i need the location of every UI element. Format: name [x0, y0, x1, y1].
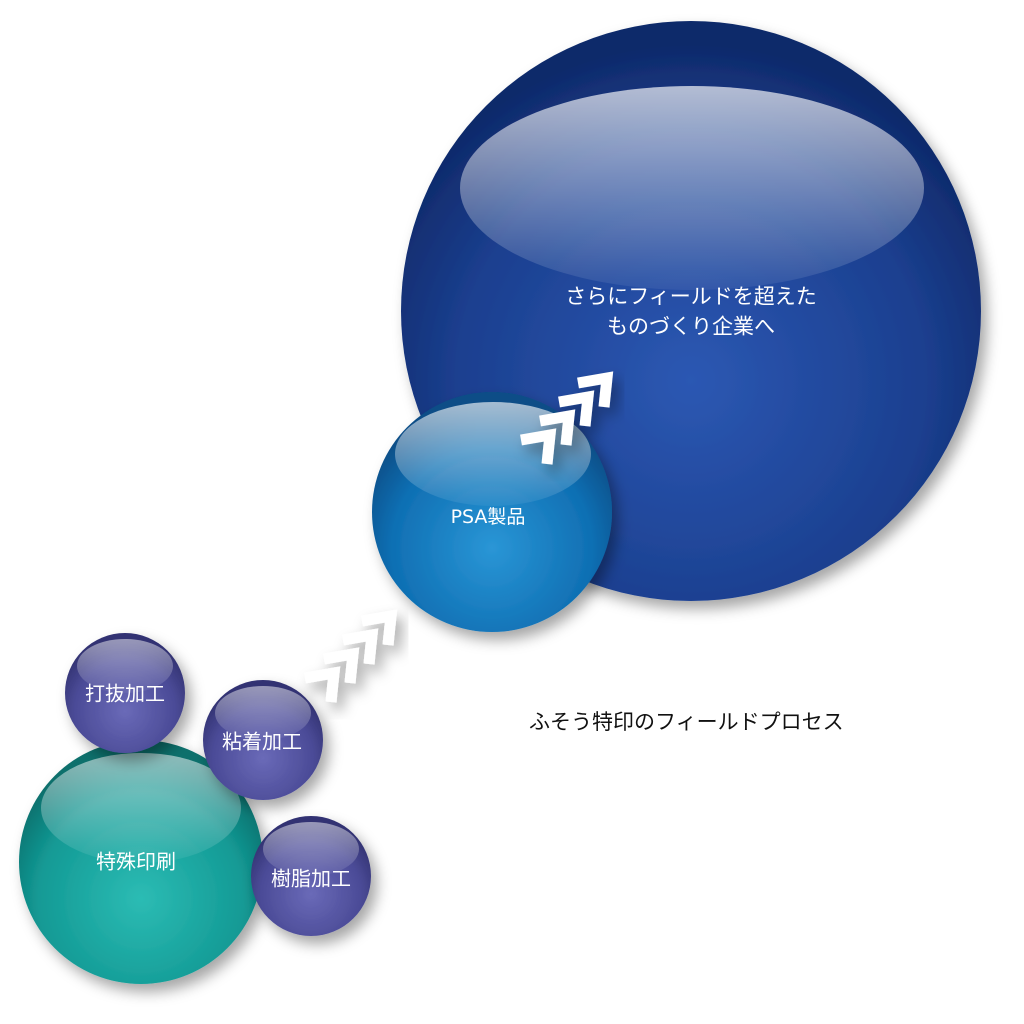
special-printing-label: 特殊印刷 — [96, 849, 176, 874]
special-printing-sphere — [19, 740, 263, 984]
adhesive-label: 粘着加工 — [222, 729, 302, 754]
punching-sphere — [65, 633, 185, 753]
chevron-arrow-2 — [323, 647, 360, 684]
chevron-arrow-6 — [539, 409, 576, 446]
chevron-arrow-3 — [342, 628, 379, 665]
psa-label: PSA製品 — [450, 506, 526, 529]
resin-label: 樹脂加工 — [271, 866, 351, 891]
resin-sphere-highlight — [263, 822, 359, 876]
chevron-arrow-5 — [520, 428, 557, 465]
chevron-arrow-8 — [577, 371, 614, 408]
psa-sphere-highlight — [395, 402, 591, 506]
arrow-group-to-goal — [520, 371, 614, 465]
goal-label-line2: ものづくり企業へ — [607, 315, 775, 339]
adhesive-sphere-highlight — [215, 686, 311, 740]
special-printing-sphere-highlight — [41, 753, 241, 863]
chevron-arrow-4 — [361, 609, 398, 646]
goal-label: さらにフィールドを超えた ものづくり企業へ — [565, 282, 817, 343]
resin-sphere — [251, 816, 371, 936]
punching-sphere-highlight — [77, 639, 173, 693]
goal-sphere-highlight — [460, 86, 924, 290]
chevron-arrow-7 — [558, 390, 595, 427]
goal-label-line1: さらにフィールドを超えた — [565, 284, 817, 309]
adhesive-sphere — [203, 680, 323, 800]
arrow-group-to-psa — [304, 609, 398, 703]
chevron-arrow-1 — [304, 666, 341, 703]
diagram-caption: ふそう特印のフィールドプロセス — [529, 710, 844, 734]
punching-label: 打抜加工 — [85, 681, 165, 706]
